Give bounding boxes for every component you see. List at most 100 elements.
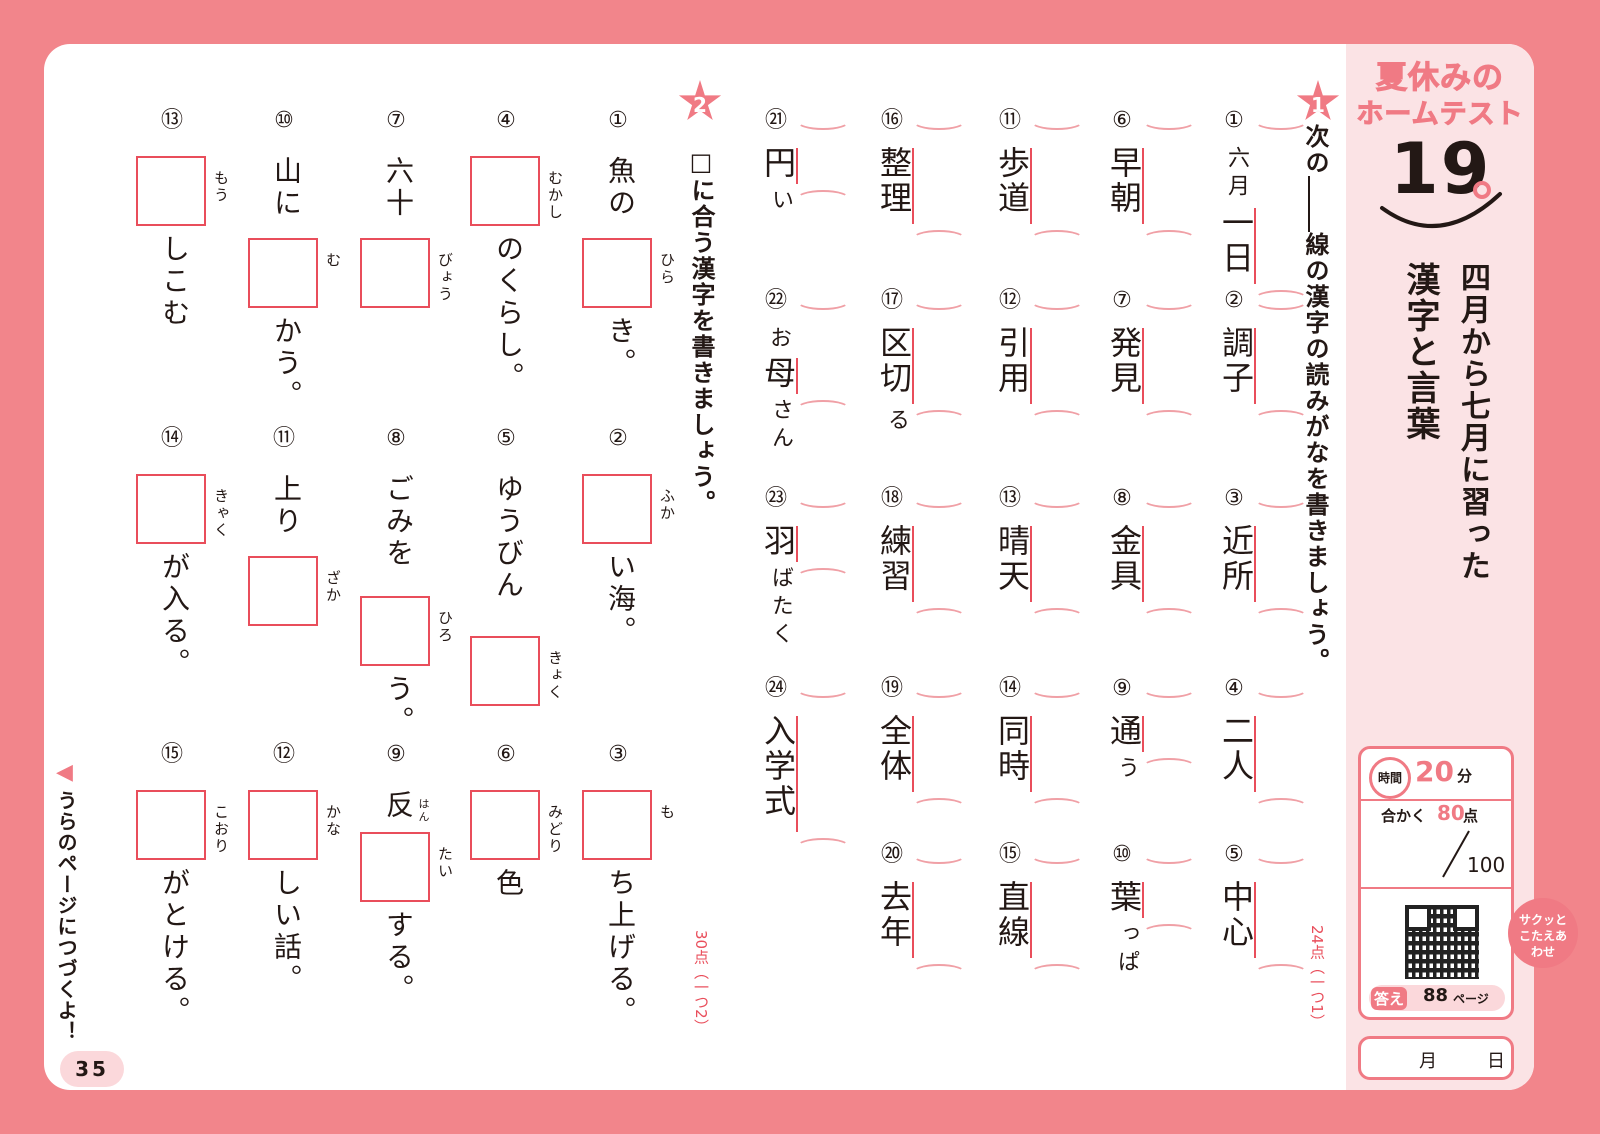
question-number: ② xyxy=(608,426,628,451)
prompt-suffix: のくらし。 xyxy=(492,234,525,394)
answer-bracket-top[interactable] xyxy=(1030,112,1084,130)
answer-page-unit: ページ xyxy=(1453,992,1489,1006)
answer-bracket-bottom[interactable] xyxy=(796,400,850,418)
answer-box[interactable] xyxy=(470,156,540,226)
answer-bracket-top[interactable] xyxy=(1254,292,1308,310)
answer-bracket-top[interactable] xyxy=(796,490,850,508)
reading-target-kanji: 通 xyxy=(1105,714,1143,749)
score-info-box: 時間 20 分 合かく 80 点 100 答え 88 ページ xyxy=(1358,746,1514,1020)
answer-box[interactable] xyxy=(136,156,206,226)
answer-box[interactable] xyxy=(470,636,540,706)
answer-bracket-bottom[interactable] xyxy=(1030,410,1084,428)
section1-score: 24点（一つ1） xyxy=(1308,925,1326,1029)
answer-bracket-bottom[interactable] xyxy=(1254,964,1308,982)
answer-bracket-bottom[interactable] xyxy=(1142,608,1196,626)
answer-bracket-top[interactable] xyxy=(1142,846,1196,864)
question-number: ② xyxy=(1224,288,1244,313)
page-title: 漢字と言葉 xyxy=(1400,262,1440,442)
answer-bracket-bottom[interactable] xyxy=(1030,608,1084,626)
day-label: 日 xyxy=(1487,1051,1505,1072)
prefix-ruby: はん xyxy=(417,798,430,824)
answer-bracket-bottom[interactable] xyxy=(912,608,966,626)
answer-box[interactable] xyxy=(248,238,318,308)
date-box[interactable]: 月 日 xyxy=(1358,1036,1514,1080)
prompt-prefix: ごみを xyxy=(382,474,415,570)
question-number: ⑮ xyxy=(998,842,1021,867)
answer-bracket-top[interactable] xyxy=(1030,490,1084,508)
answer-bracket-top[interactable] xyxy=(912,680,966,698)
answer-box[interactable] xyxy=(360,832,430,902)
answer-bracket-bottom[interactable] xyxy=(1254,290,1308,308)
answer-bracket-bottom[interactable] xyxy=(1142,924,1196,942)
answer-box[interactable] xyxy=(582,238,652,308)
answer-bracket-top[interactable] xyxy=(912,846,966,864)
kanji-underline xyxy=(1142,526,1144,602)
answer-bracket-top[interactable] xyxy=(912,490,966,508)
answer-bracket-top[interactable] xyxy=(1254,680,1308,698)
answer-bracket-top[interactable] xyxy=(1254,846,1308,864)
answer-box[interactable] xyxy=(248,790,318,860)
answer-bracket-top[interactable] xyxy=(796,680,850,698)
answer-bracket-bottom[interactable] xyxy=(796,190,850,208)
answer-bracket-top[interactable] xyxy=(912,112,966,130)
answer-box[interactable] xyxy=(582,474,652,544)
answer-bracket-bottom[interactable] xyxy=(1254,798,1308,816)
box-ruby: たい xyxy=(436,846,454,880)
answer-bracket-top[interactable] xyxy=(1142,490,1196,508)
question-number: ㉔ xyxy=(764,676,787,701)
answer-box[interactable] xyxy=(136,474,206,544)
answer-bracket-bottom[interactable] xyxy=(912,230,966,248)
quick-answer-badge[interactable]: サクッとこたえあわせ xyxy=(1508,898,1578,968)
pass-label: 合かく xyxy=(1381,807,1427,825)
answer-bracket-bottom[interactable] xyxy=(796,838,850,856)
answer-box[interactable] xyxy=(136,790,206,860)
question-number: ⑧ xyxy=(386,426,406,451)
answer-bracket-top[interactable] xyxy=(1254,112,1308,130)
reading-target-kanji: 二人 xyxy=(1217,714,1255,784)
answer-bracket-top[interactable] xyxy=(1142,112,1196,130)
answer-bracket-top[interactable] xyxy=(1030,292,1084,310)
answer-bracket-top[interactable] xyxy=(1142,292,1196,310)
answer-bracket-bottom[interactable] xyxy=(1030,964,1084,982)
qr-code-icon[interactable] xyxy=(1405,905,1479,979)
answer-box[interactable] xyxy=(360,596,430,666)
answer-bracket-bottom[interactable] xyxy=(1030,798,1084,816)
answer-box[interactable] xyxy=(470,790,540,860)
answer-bracket-bottom[interactable] xyxy=(912,964,966,982)
question-number: ⑭ xyxy=(160,426,183,451)
box-ruby: むかし xyxy=(546,170,564,221)
answer-bracket-top[interactable] xyxy=(912,292,966,310)
answer-bracket-top[interactable] xyxy=(1254,490,1308,508)
prompt-suffix: かう。 xyxy=(270,316,303,412)
answer-bracket-top[interactable] xyxy=(796,112,850,130)
reading-prefix: 六月 xyxy=(1224,146,1249,202)
answer-bracket-bottom[interactable] xyxy=(1142,230,1196,248)
answer-bracket-bottom[interactable] xyxy=(912,410,966,428)
answer-bracket-top[interactable] xyxy=(1030,846,1084,864)
kanji-underline xyxy=(912,526,914,602)
question-number: ⑲ xyxy=(880,676,903,701)
answer-bracket-bottom[interactable] xyxy=(912,798,966,816)
kanji-underline xyxy=(1142,328,1144,404)
question-number: ⑦ xyxy=(386,108,406,133)
answer-bracket-bottom[interactable] xyxy=(1254,608,1308,626)
kanji-underline xyxy=(1254,526,1256,602)
answer-bracket-top[interactable] xyxy=(1030,680,1084,698)
kanji-underline xyxy=(912,148,914,224)
question-number: ⑦ xyxy=(1112,288,1132,313)
answer-box[interactable] xyxy=(582,790,652,860)
answer-bracket-bottom[interactable] xyxy=(1142,758,1196,776)
answer-page: 88 xyxy=(1423,985,1449,1006)
answer-bracket-bottom[interactable] xyxy=(1030,230,1084,248)
answer-bracket-top[interactable] xyxy=(1142,680,1196,698)
time-value: 20 xyxy=(1415,755,1454,788)
answer-bracket-bottom[interactable] xyxy=(796,568,850,586)
answer-box[interactable] xyxy=(360,238,430,308)
answer-bracket-top[interactable] xyxy=(796,292,850,310)
answer-bracket-bottom[interactable] xyxy=(1254,410,1308,428)
answer-bracket-bottom[interactable] xyxy=(1142,410,1196,428)
answer-box[interactable] xyxy=(248,556,318,626)
prompt-prefix: ゆうびん xyxy=(492,474,525,602)
prompt-prefix: 魚の xyxy=(604,156,637,220)
series-title-2: ホームテスト xyxy=(1356,99,1524,131)
